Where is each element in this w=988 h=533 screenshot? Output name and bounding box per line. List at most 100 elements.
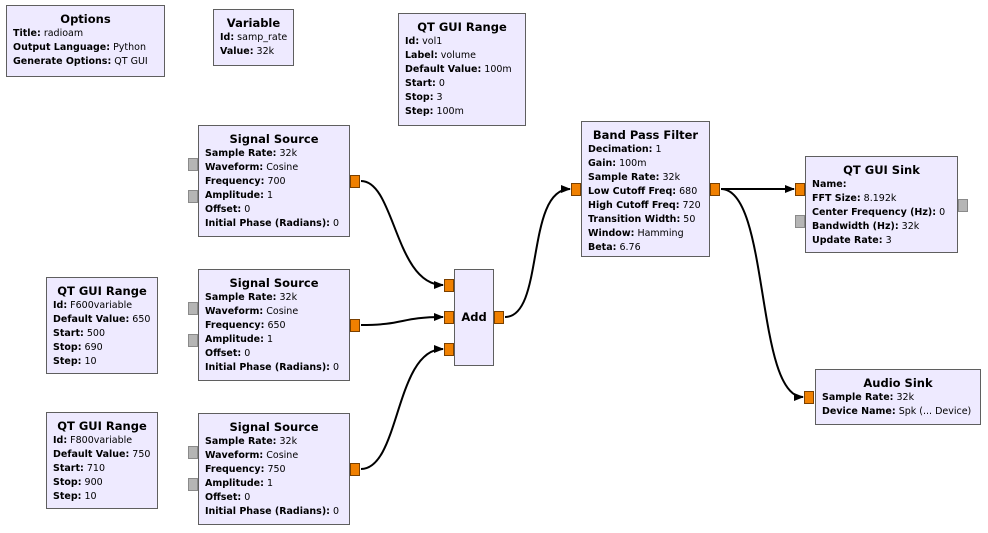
param-row: Default Value: 750 (53, 448, 151, 462)
param-value: Cosine (266, 450, 299, 461)
qt-sink-freq-port[interactable] (795, 215, 805, 228)
param-key: FFT Size: (812, 193, 861, 204)
qt-gui-range-vol-block[interactable]: QT GUI Range Id: vol1 Label: volume Defa… (398, 13, 526, 126)
param-value: 32k (901, 221, 920, 232)
block-title: QT GUI Sink (843, 163, 920, 177)
signal-source-block-1[interactable]: Signal Source Sample Rate: 32k Waveform:… (198, 125, 350, 237)
param-row: Start: 710 (53, 462, 151, 476)
param-value: 650 (132, 314, 151, 325)
param-row: Sample Rate: 32k (205, 291, 343, 305)
signal-source-2-output-port[interactable] (350, 319, 360, 332)
signal-source-1-amp-port[interactable] (188, 190, 198, 203)
add-block[interactable]: Add (454, 269, 494, 366)
signal-source-block-3[interactable]: Signal Source Sample Rate: 32k Waveform:… (198, 413, 350, 525)
param-key: Offset: (205, 492, 242, 503)
param-key: Stop: (53, 477, 82, 488)
param-value: 0 (333, 218, 340, 229)
param-value: Spk (... Device) (898, 406, 972, 417)
add-output-port[interactable] (494, 311, 504, 324)
param-row: Decimation: 1 (588, 143, 703, 157)
param-key: Beta: (588, 242, 617, 253)
param-row: Start: 500 (53, 327, 151, 341)
add-input-port-0[interactable] (444, 279, 454, 292)
param-row: Sample Rate: 32k (822, 391, 974, 405)
bpf-input-port[interactable] (571, 183, 581, 196)
param-key: Waveform: (205, 306, 264, 317)
signal-source-3-freq-port[interactable] (188, 446, 198, 459)
param-row: Amplitude: 1 (205, 477, 343, 491)
param-key: Sample Rate: (822, 392, 894, 403)
qt-gui-range-f600-block[interactable]: QT GUI Range Id: F600variable Default Va… (46, 277, 158, 374)
param-value: 100m (619, 158, 647, 169)
param-value: vol1 (422, 36, 443, 47)
param-row: Label: volume (405, 49, 519, 63)
wire-src2-to-add[interactable] (360, 313, 444, 326)
qt-sink-input-port[interactable] (795, 183, 805, 196)
add-input-port-1[interactable] (444, 311, 454, 324)
param-row: Offset: 0 (205, 203, 343, 217)
signal-source-1-freq-port[interactable] (188, 158, 198, 171)
param-key: Amplitude: (205, 478, 264, 489)
variable-block[interactable]: Variable Id: samp_rate Value: 32k (213, 9, 294, 66)
band-pass-filter-block[interactable]: Band Pass Filter Decimation: 1 Gain: 100… (581, 121, 710, 257)
block-title: Variable (226, 16, 281, 30)
audio-sink-input-port[interactable] (804, 391, 814, 404)
param-key: Stop: (53, 342, 82, 353)
signal-source-3-output-port[interactable] (350, 463, 360, 476)
wire-src1-to-add[interactable] (360, 180, 444, 289)
param-row: Sample Rate: 32k (588, 171, 703, 185)
block-title: Add (461, 310, 487, 324)
param-key: Amplitude: (205, 334, 264, 345)
param-row: Step: 10 (53, 490, 151, 504)
param-value: Hamming (637, 228, 684, 239)
param-row: Name: (812, 178, 951, 192)
block-title: QT GUI Range (57, 284, 147, 298)
wire-src3-to-add[interactable] (360, 345, 444, 470)
qt-gui-range-f800-block[interactable]: QT GUI Range Id: F800variable Default Va… (46, 412, 158, 509)
signal-source-block-2[interactable]: Signal Source Sample Rate: 32k Waveform:… (198, 269, 350, 381)
param-row: Device Name: Spk (... Device) (822, 405, 974, 419)
param-row: Frequency: 700 (205, 175, 343, 189)
block-title: QT GUI Range (57, 419, 147, 433)
add-input-port-2[interactable] (444, 343, 454, 356)
param-row: Step: 100m (405, 105, 519, 119)
param-row: Generate Options: QT GUI (13, 55, 158, 69)
options-block[interactable]: Options Title: radioam Output Language: … (6, 5, 165, 77)
param-row: Default Value: 650 (53, 313, 151, 327)
param-row: Step: 10 (53, 355, 151, 369)
signal-source-3-amp-port[interactable] (188, 478, 198, 491)
wire-bpf-to-audio-sink[interactable] (720, 188, 804, 401)
param-row: FFT Size: 8.192k (812, 192, 951, 206)
param-row: Waveform: Cosine (205, 449, 343, 463)
param-row: Stop: 690 (53, 341, 151, 355)
param-key: Bandwidth (Hz): (812, 221, 899, 232)
param-key: Step: (405, 106, 434, 117)
param-key: Id: (53, 300, 68, 311)
signal-source-2-freq-port[interactable] (188, 302, 198, 315)
audio-sink-block[interactable]: Audio Sink Sample Rate: 32k Device Name:… (815, 369, 981, 425)
param-key: Sample Rate: (205, 292, 277, 303)
bpf-output-port[interactable] (710, 183, 720, 196)
param-value: 32k (256, 46, 275, 57)
signal-source-1-output-port[interactable] (350, 175, 360, 188)
param-row: Id: F800variable (53, 434, 151, 448)
param-row: Update Rate: 3 (812, 234, 951, 248)
param-row: Id: F600variable (53, 299, 151, 313)
param-value: Python (113, 42, 147, 53)
qt-sink-message-port[interactable] (958, 199, 968, 212)
param-key: Offset: (205, 204, 242, 215)
param-key: Gain: (588, 158, 617, 169)
param-row: Id: samp_rate (220, 31, 287, 45)
wire-add-to-bpf[interactable] (504, 185, 571, 318)
param-key: Window: (588, 228, 635, 239)
qt-gui-sink-block[interactable]: QT GUI Sink Name: FFT Size: 8.192k Cente… (805, 156, 958, 253)
param-value: 0 (438, 78, 445, 89)
param-key: Id: (53, 435, 68, 446)
param-value: 32k (896, 392, 915, 403)
param-key: Id: (220, 32, 235, 43)
param-row: Value: 32k (220, 45, 287, 59)
signal-source-2-amp-port[interactable] (188, 334, 198, 347)
param-row: Waveform: Cosine (205, 161, 343, 175)
param-value: 100m (436, 106, 464, 117)
